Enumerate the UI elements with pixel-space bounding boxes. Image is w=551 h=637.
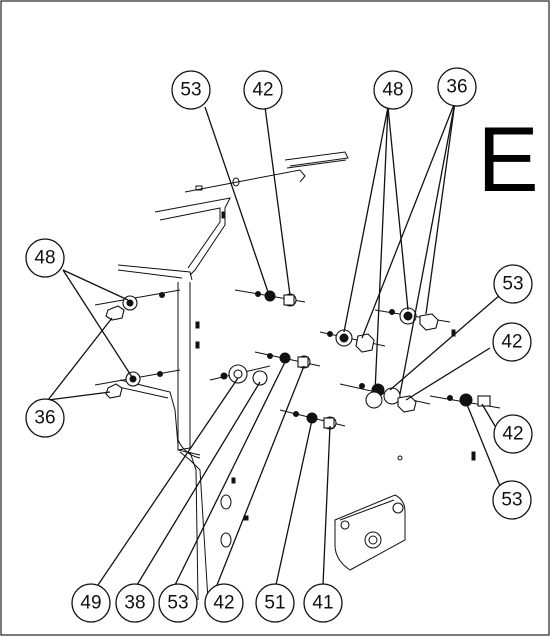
callout-36-left: 36 — [25, 398, 65, 438]
callout-38-bottom: 38 — [115, 583, 155, 623]
bolt-row-right-lower — [339, 383, 501, 461]
callout-label: 51 — [264, 593, 285, 614]
callout-label: 42 — [213, 593, 234, 614]
bolt-row-left-upper — [94, 289, 181, 321]
callout-41-bottom: 41 — [303, 583, 343, 623]
callout-51-bottom: 51 — [255, 583, 295, 623]
callout-48-top: 48 — [373, 70, 413, 110]
lower-right-plate — [334, 494, 406, 571]
callout-label: 42 — [252, 80, 273, 101]
bolt-row-right-upper — [319, 307, 456, 353]
callout-label: 53 — [501, 490, 522, 511]
callout-53-top: 53 — [171, 70, 211, 110]
callout-label: 48 — [382, 80, 403, 101]
callout-36-top: 36 — [437, 67, 477, 107]
bolt-row-center-upper — [209, 364, 271, 386]
bolt-row-left-lower — [94, 369, 181, 399]
section-letter: E — [477, 109, 538, 211]
callout-42-top: 42 — [243, 70, 283, 110]
callout-49-bottom: 49 — [71, 583, 111, 623]
callout-42-bottom: 42 — [204, 583, 244, 623]
callout-42-right-lower: 42 — [493, 414, 533, 454]
leader-lines — [47, 101, 501, 586]
callout-label: 36 — [446, 77, 467, 98]
callout-42-right-upper: 42 — [492, 322, 532, 362]
bolt-row-upper-middle — [234, 289, 306, 307]
callout-label: 53 — [167, 593, 188, 614]
support-bar — [179, 451, 249, 601]
callout-label: 36 — [34, 408, 55, 429]
callout-53-bottom: 53 — [158, 583, 198, 623]
callout-48-left: 48 — [25, 238, 65, 278]
bolt-row-center-middle — [254, 351, 321, 369]
callout-53-right-lower: 53 — [492, 480, 532, 520]
callout-label: 41 — [312, 593, 333, 614]
callout-label: 42 — [502, 424, 523, 445]
callout-label: 53 — [502, 274, 523, 295]
callout-label: 38 — [124, 593, 145, 614]
callout-label: 53 — [180, 80, 201, 101]
frame-bracket — [113, 151, 349, 459]
callout-53-right-upper: 53 — [493, 264, 533, 304]
bolt-row-center-lower — [279, 409, 346, 430]
callout-label: 49 — [80, 593, 101, 614]
callout-label: 42 — [501, 332, 522, 353]
callout-label: 48 — [34, 248, 55, 269]
